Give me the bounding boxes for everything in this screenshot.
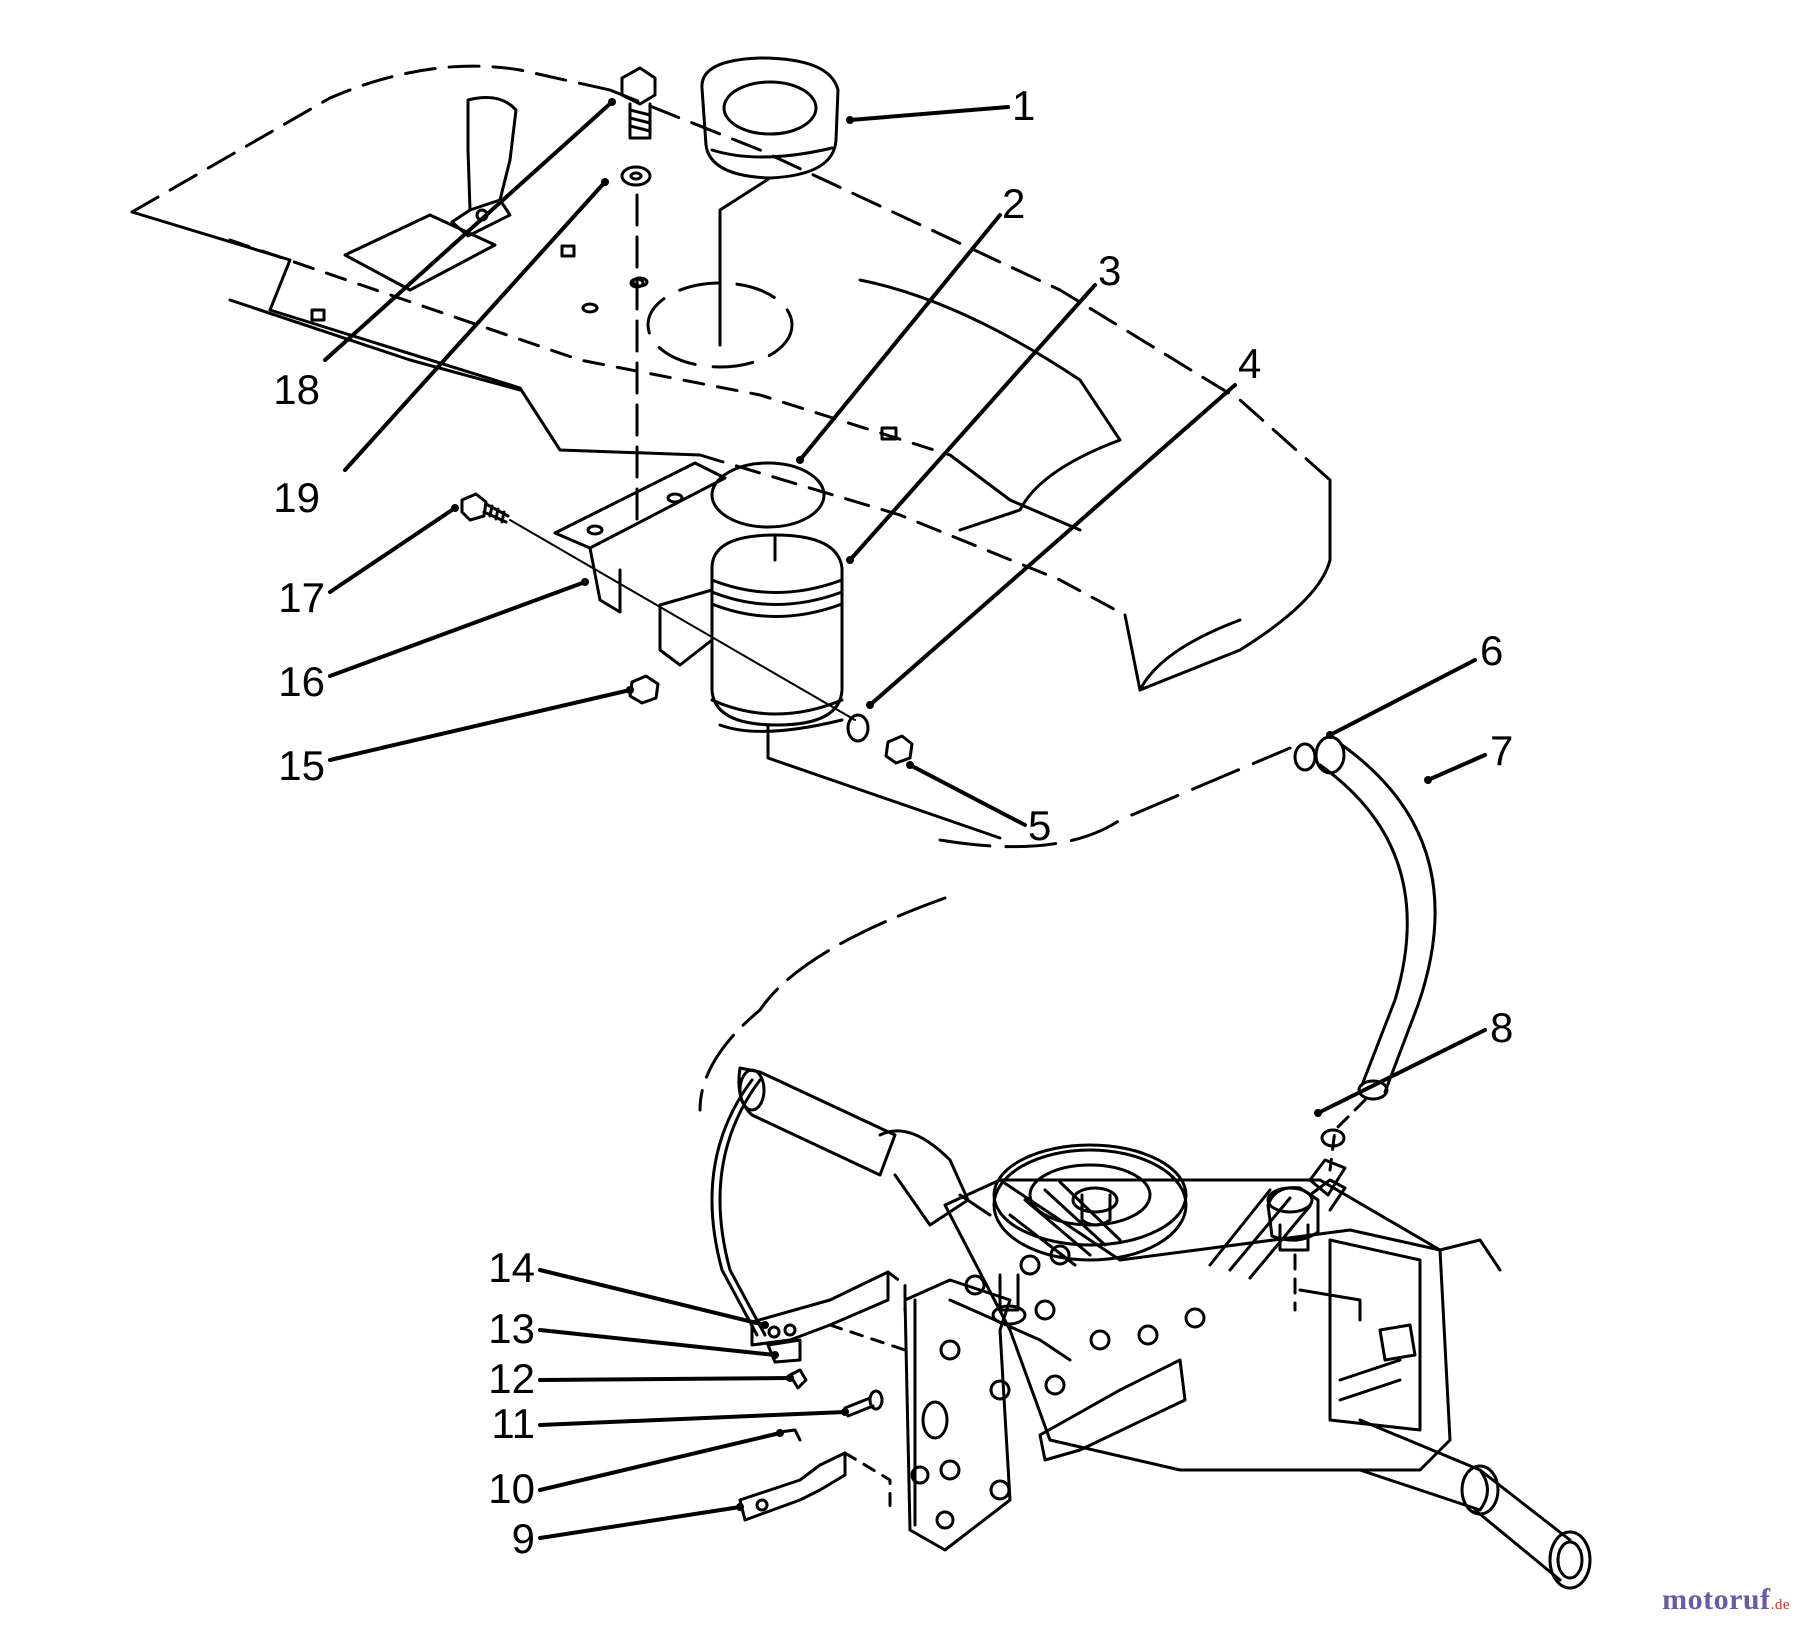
callout-2: 2 — [1002, 180, 1025, 227]
watermark-brand: motoruf — [1662, 1583, 1771, 1616]
nut-15 — [628, 674, 660, 705]
screw-12 — [788, 1368, 808, 1390]
hose-clamp-6 — [1293, 742, 1317, 772]
tank-bracket — [553, 461, 727, 667]
bracket-14 — [750, 1270, 907, 1352]
bolt-17 — [460, 492, 856, 721]
leader-lines — [323, 100, 1487, 1540]
routing-line-upper — [938, 746, 1292, 849]
callout-17: 17 — [278, 574, 325, 621]
callout-16: 16 — [278, 658, 325, 705]
callout-14: 14 — [488, 1244, 535, 1291]
gasket — [710, 461, 826, 529]
shift-arm — [1038, 1358, 1187, 1462]
callout-11: 11 — [491, 1400, 535, 1447]
clip-10 — [778, 1428, 802, 1442]
transaxle — [737, 1066, 1592, 1590]
callout-4: 4 — [1238, 340, 1261, 387]
callout-3: 3 — [1098, 247, 1121, 294]
callout-7: 7 — [1490, 727, 1513, 774]
callout-10: 10 — [488, 1465, 535, 1512]
fitting-8 — [1266, 1128, 1347, 1312]
fuel-cap — [700, 56, 840, 347]
callout-13: 13 — [488, 1305, 535, 1352]
pin-11 — [843, 1389, 884, 1418]
callout-19: 19 — [273, 474, 320, 521]
leader-dots — [451, 98, 1432, 1511]
callout-1: 1 — [1012, 82, 1035, 129]
fender-panel — [130, 64, 1332, 692]
control-rod — [718, 1078, 767, 1337]
washer-4 — [846, 713, 870, 743]
watermark-logo: motoruf.de — [1662, 1583, 1790, 1617]
callout-6: 6 — [1480, 627, 1503, 674]
callout-9: 9 — [512, 1515, 535, 1562]
nut-5 — [884, 734, 914, 765]
part-13 — [766, 1338, 802, 1364]
callout-12: 12 — [488, 1355, 535, 1402]
bolt-18 — [620, 66, 657, 140]
callout-8: 8 — [1490, 1004, 1513, 1051]
watermark-suffix: .de — [1770, 1597, 1790, 1613]
callout-15: 15 — [278, 742, 325, 789]
callout-5: 5 — [1028, 802, 1051, 849]
routing-line-lower — [698, 896, 947, 1112]
washer-19 — [620, 165, 652, 522]
bracket-9 — [738, 1451, 892, 1522]
callout-18: 18 — [273, 366, 320, 413]
fuel-tank — [710, 533, 1002, 840]
